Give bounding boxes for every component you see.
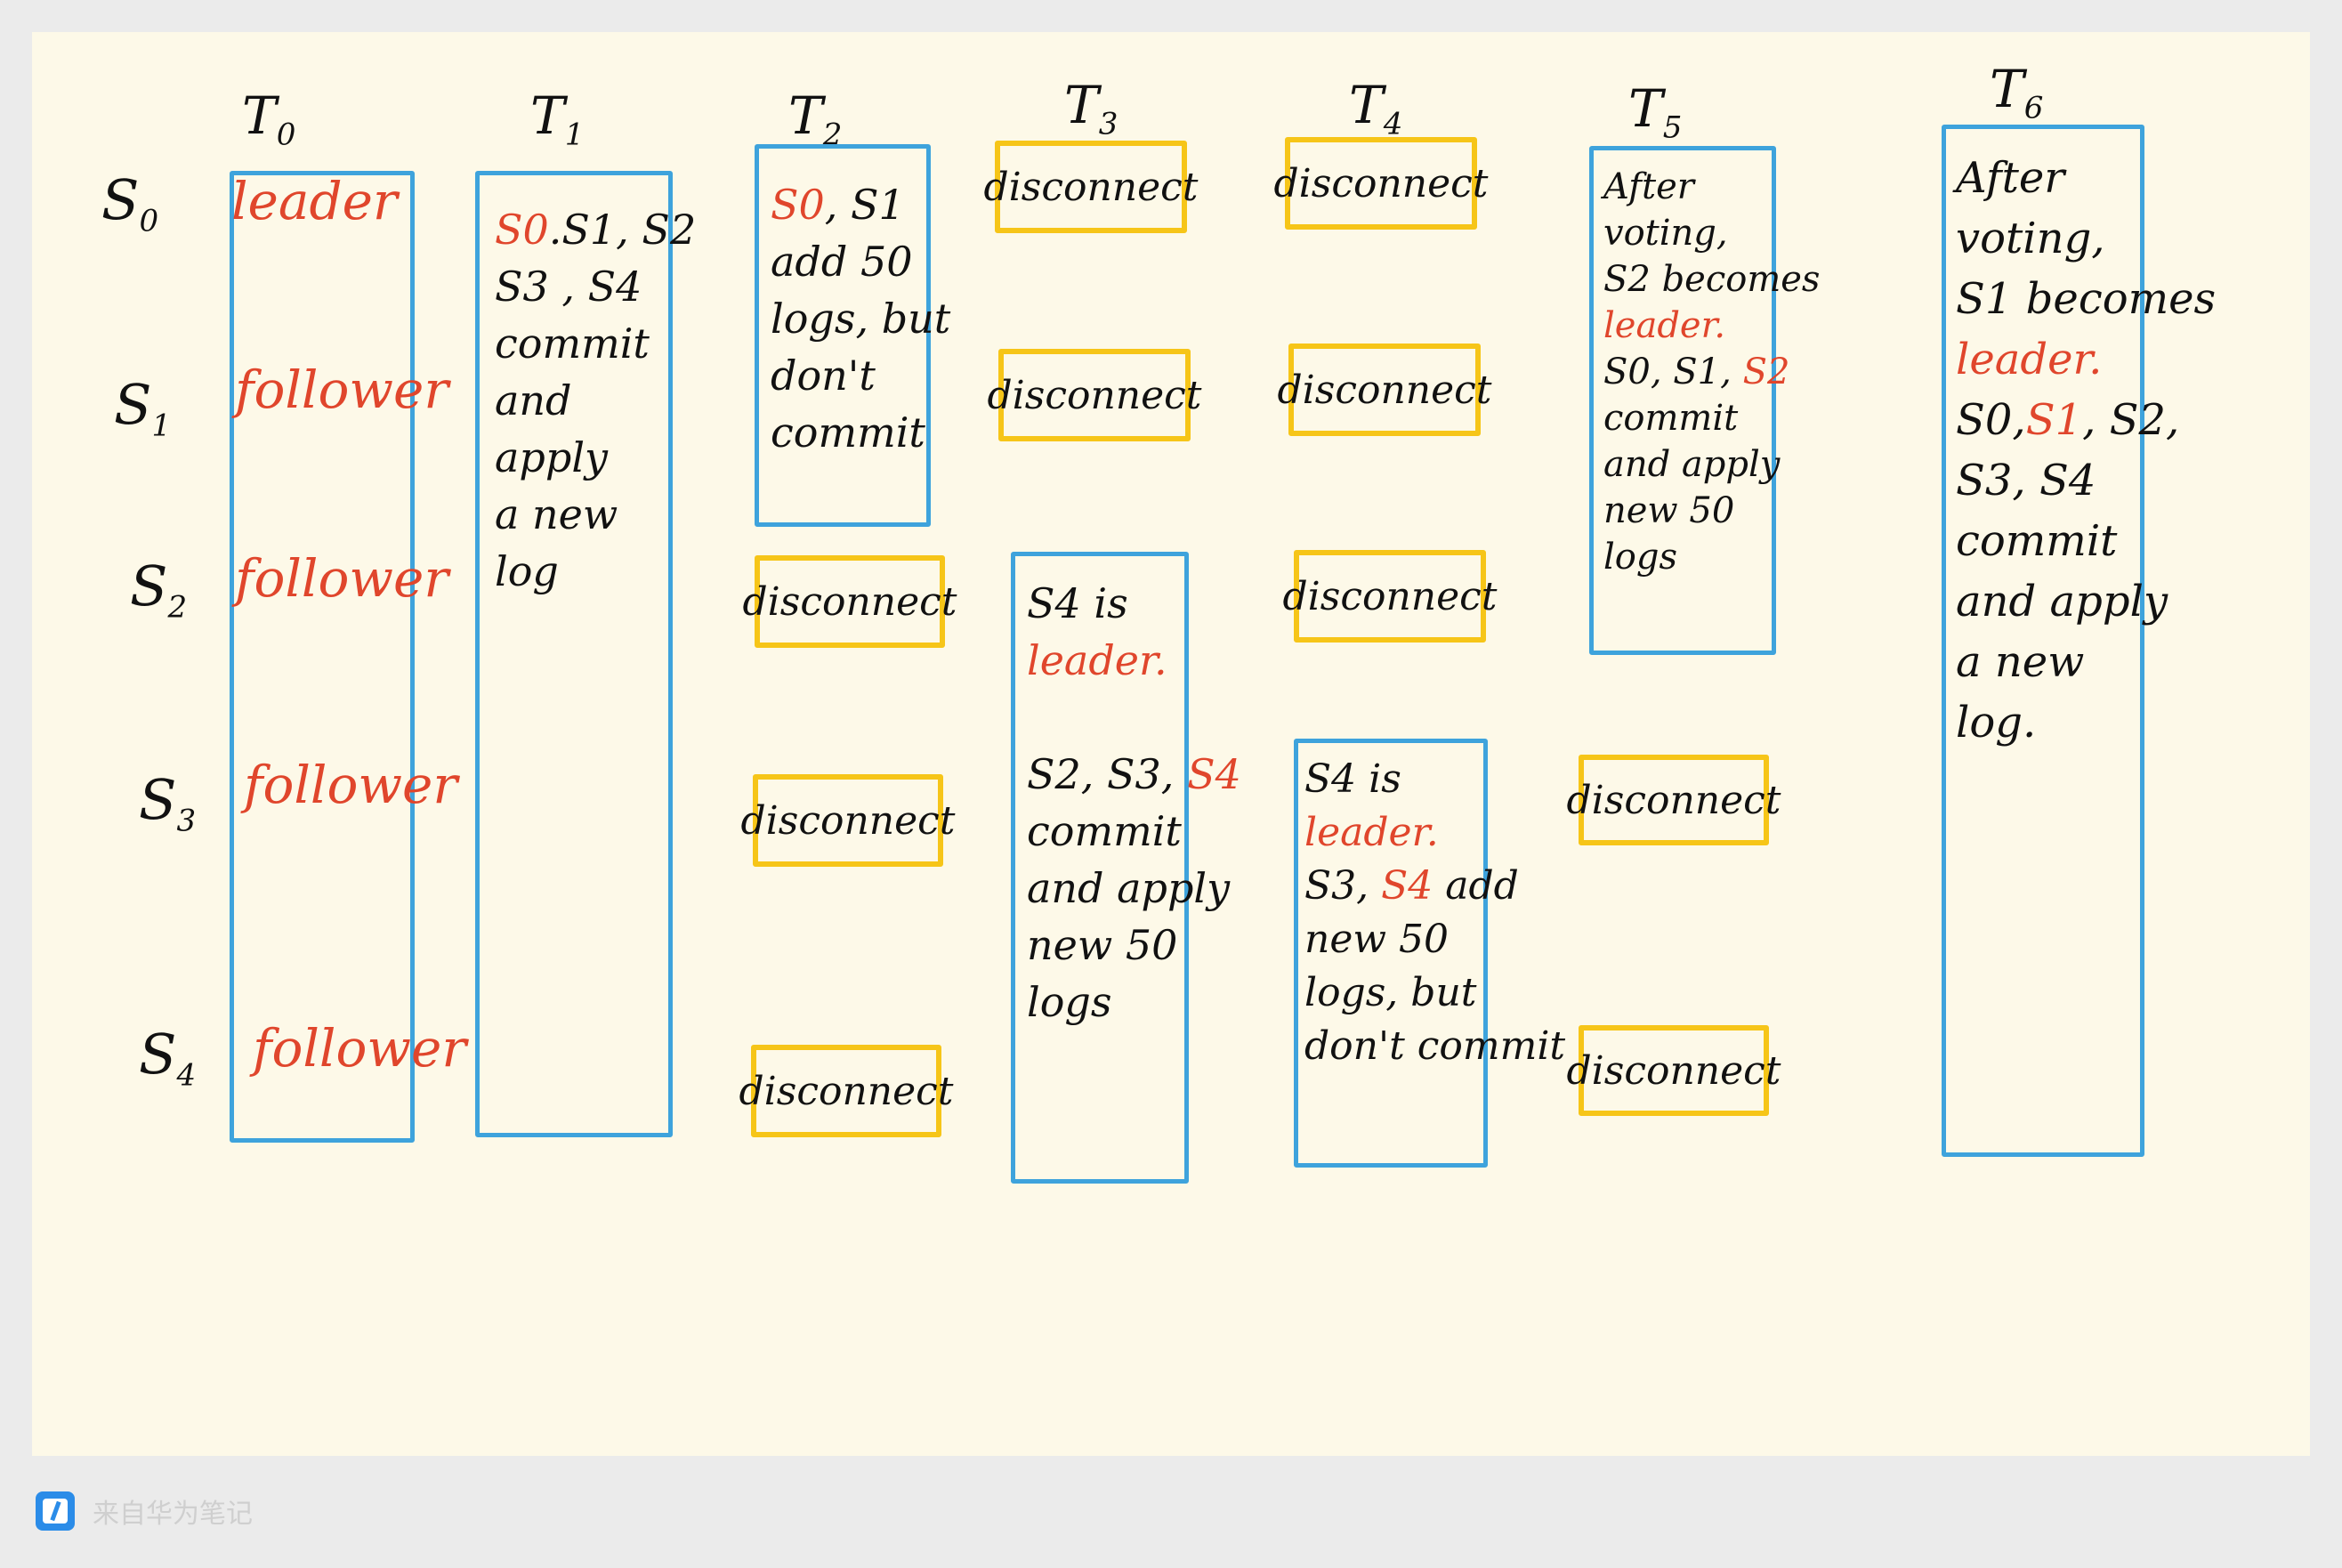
t6-box bbox=[1942, 125, 2144, 1157]
footer-text: 来自华为笔记 bbox=[93, 1499, 253, 1530]
t0-role-s4: follower bbox=[253, 1018, 467, 1079]
t5-box bbox=[1589, 146, 1776, 655]
t1-note: S0.S1, S2 S3 , S4 commit and apply a new… bbox=[495, 206, 697, 595]
t1-box bbox=[475, 171, 673, 1137]
huawei-notes-icon bbox=[36, 1491, 75, 1531]
t2-s3-disconnect: disconnect bbox=[741, 774, 956, 867]
col-header-t4: T4 bbox=[1349, 75, 1403, 142]
t0-role-s1: follower bbox=[235, 360, 449, 420]
t3-s1-disconnect: disconnect bbox=[988, 349, 1202, 441]
t3-s0-disconnect: disconnect bbox=[984, 141, 1199, 233]
col-header-t0: T0 bbox=[242, 85, 296, 153]
t4-note: S4 is leader. S3, S4 add new 50 logs, bu… bbox=[1304, 756, 1566, 1069]
t0-role-s3: follower bbox=[244, 755, 458, 815]
t0-role-s0: leader bbox=[231, 171, 398, 231]
col-header-t3: T3 bbox=[1064, 75, 1119, 142]
t5-note: After voting, S2 becomes leader. S0, S1,… bbox=[1603, 166, 1821, 578]
t4-s2-disconnect: disconnect bbox=[1283, 550, 1498, 643]
diagram-canvas: T0 T1 T2 T3 T4 T5 T6 S0 S1 S2 S3 S4 lead… bbox=[32, 32, 2310, 1456]
t5-s3-disconnect: disconnect bbox=[1567, 755, 1781, 845]
col-header-t6: T6 bbox=[1990, 59, 2044, 126]
row-label-s2: S2 bbox=[130, 554, 188, 626]
t2-note: S0, S1 add 50 logs, but don't commit bbox=[771, 181, 951, 457]
row-label-s4: S4 bbox=[139, 1022, 197, 1094]
col-header-t1: T1 bbox=[530, 85, 585, 153]
t0-box bbox=[230, 171, 415, 1143]
t3-box bbox=[1011, 552, 1189, 1184]
row-label-s3: S3 bbox=[139, 767, 197, 839]
t4-s1-disconnect: disconnect bbox=[1278, 344, 1492, 436]
t2-box bbox=[755, 144, 931, 527]
t4-s0-disconnect: disconnect bbox=[1274, 137, 1489, 230]
t2-s4-disconnect: disconnect bbox=[739, 1045, 954, 1137]
col-header-t5: T5 bbox=[1628, 78, 1683, 146]
t3-note: S4 is leader. S2, S3, S4 commit and appl… bbox=[1027, 579, 1241, 1026]
t2-s2-disconnect: disconnect bbox=[743, 555, 957, 648]
col-header-t2: T2 bbox=[788, 85, 843, 153]
t5-s4-disconnect: disconnect bbox=[1567, 1025, 1781, 1116]
source-footer: 来自华为笔记 bbox=[36, 1491, 253, 1531]
t6-note: After voting, S1 becomes leader. S0,S1, … bbox=[1956, 153, 2217, 748]
row-label-s1: S1 bbox=[114, 372, 172, 444]
row-label-s0: S0 bbox=[101, 167, 159, 239]
t0-role-s2: follower bbox=[235, 548, 449, 609]
t4-box bbox=[1294, 739, 1488, 1168]
